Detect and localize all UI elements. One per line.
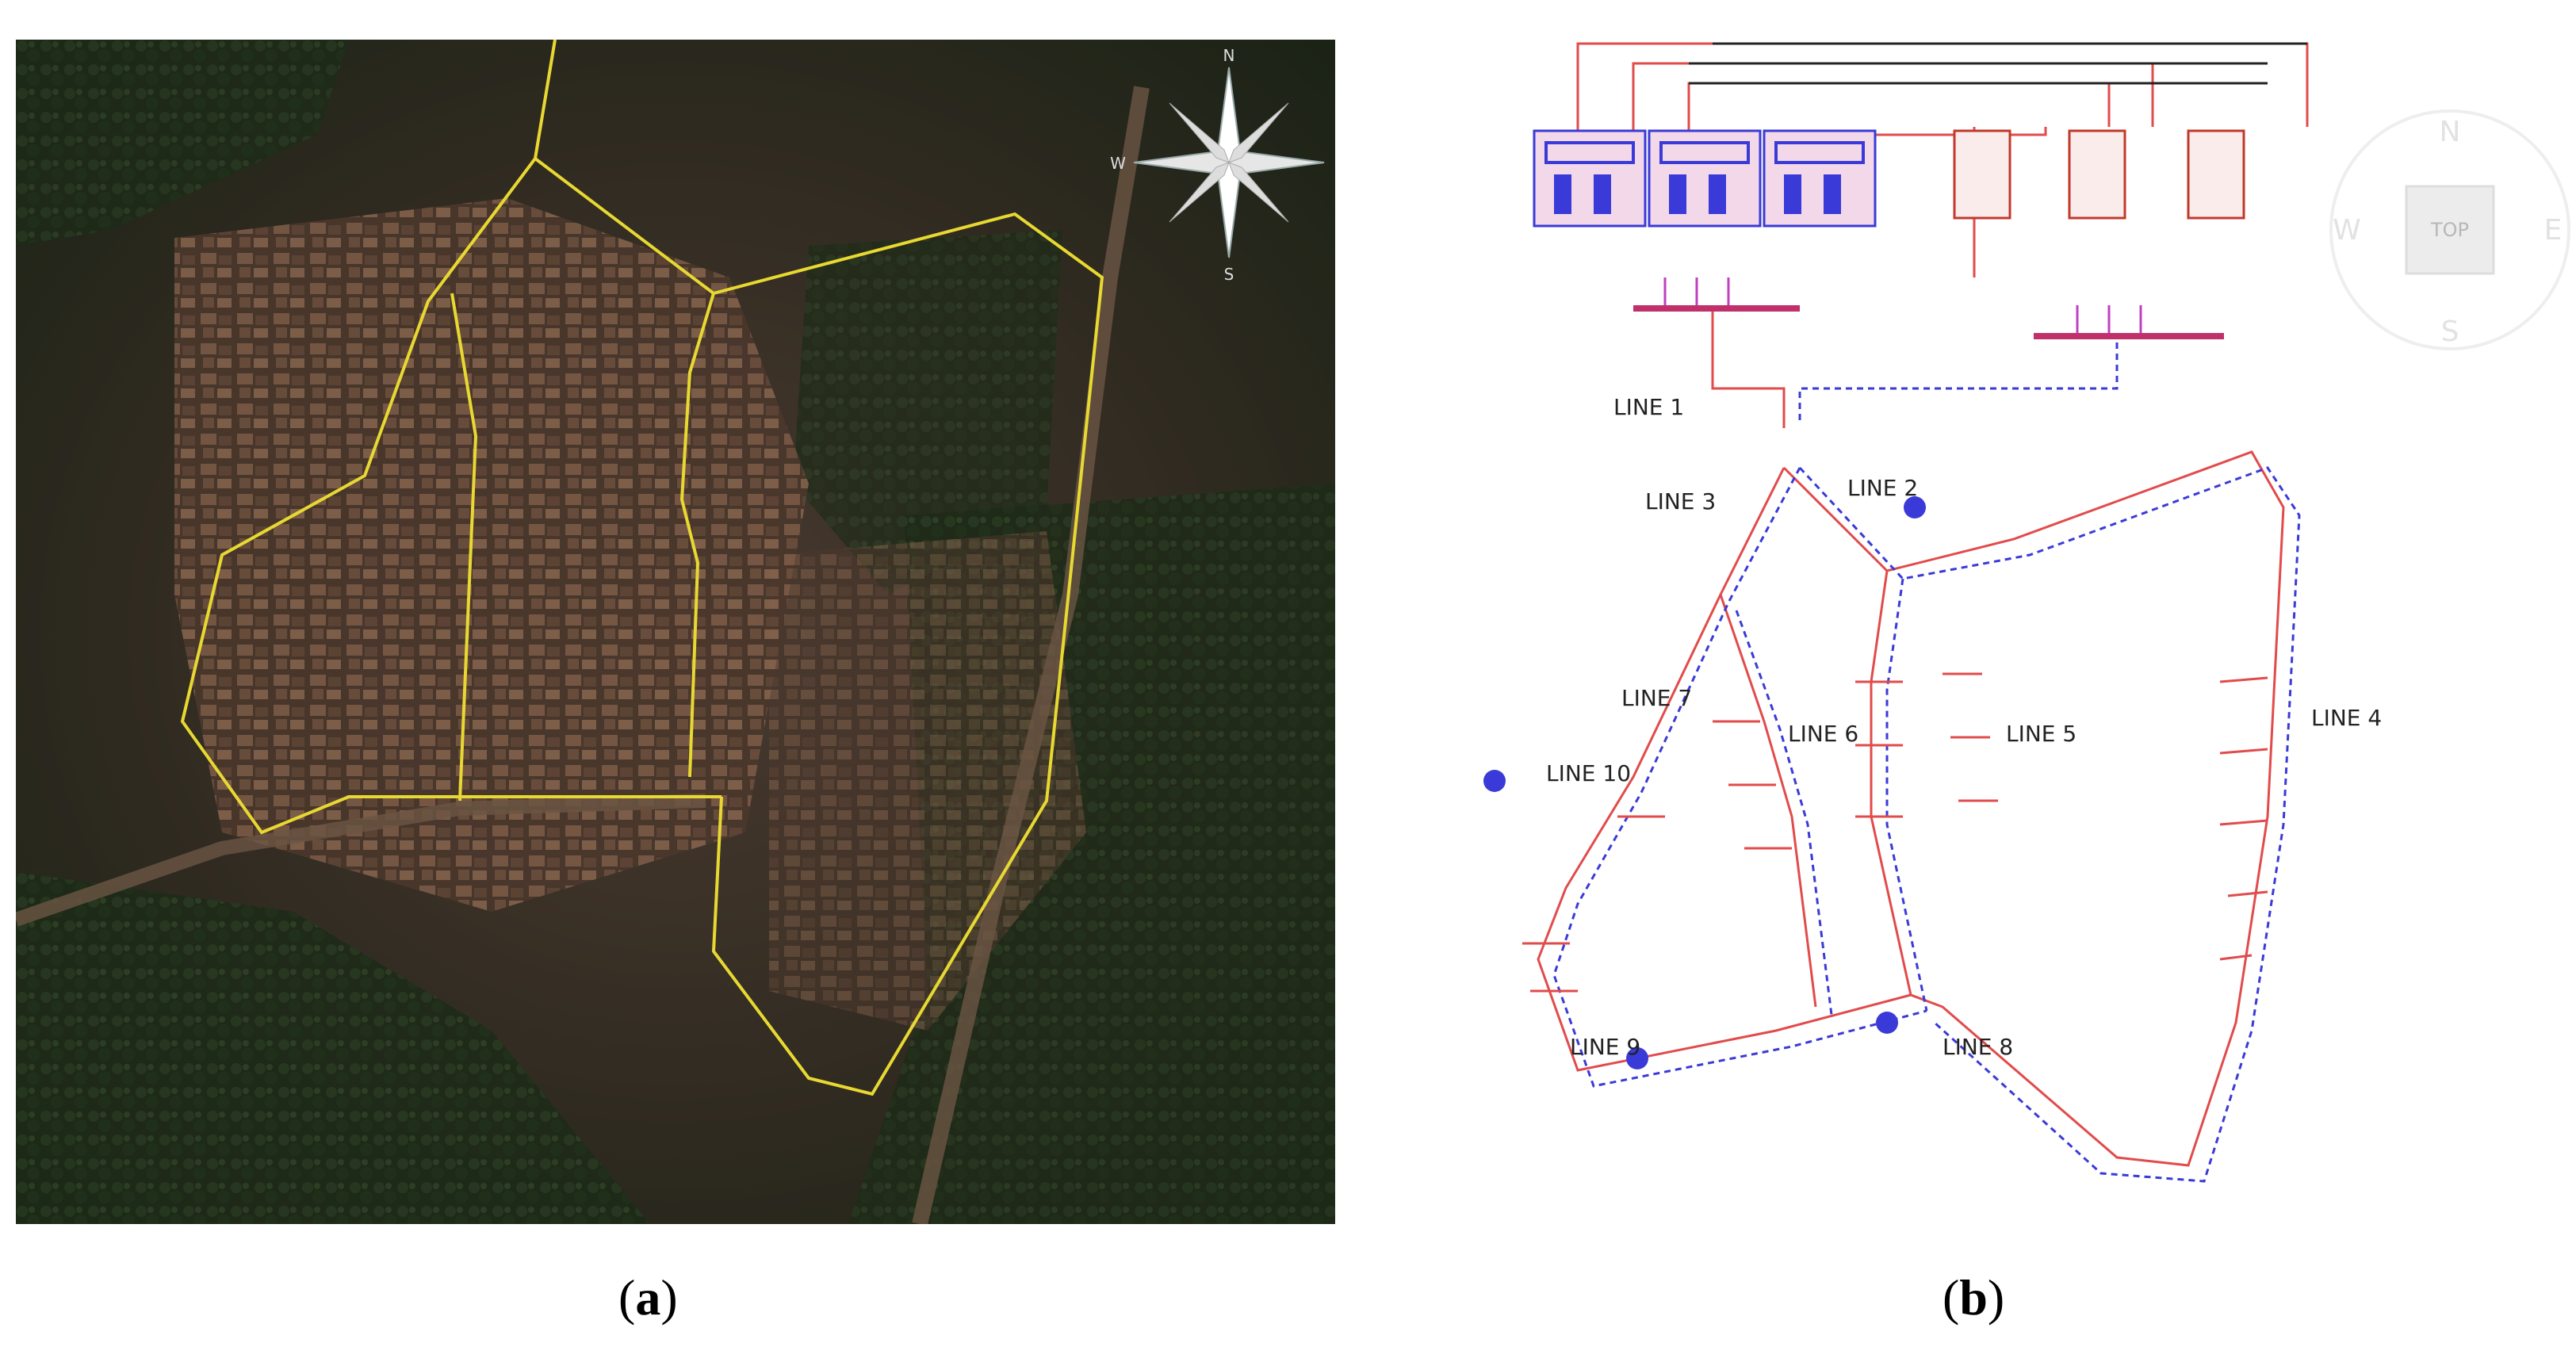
storage-unit-group [1953,129,2245,220]
compass-w-label: W [1110,154,1126,173]
generator-unit [1648,129,1762,228]
view-compass-s-label: S [2441,316,2459,348]
generator-unit [1763,129,1877,228]
generator-unit [1533,129,1647,228]
load-node-icon [1876,1012,1898,1034]
storage-unit [1953,129,2011,220]
view-compass-w-label: W [2333,214,2361,247]
caption-b: (b) [1943,1269,2005,1326]
line-2-label: LINE 2 [1847,475,1918,501]
line-10-label: LINE 10 [1546,760,1631,786]
view-compass-n-label: N [2440,116,2461,148]
view-compass-e-label: E [2544,214,2563,247]
line-7-label: LINE 7 [1621,685,1692,711]
node-marker-group [1483,496,1926,1069]
storage-bus [2034,333,2224,339]
view-compass-icon: TOP N S W E [2329,109,2570,350]
view-compass-center-label: TOP [2430,219,2469,241]
line-9-label: LINE 9 [1570,1034,1640,1060]
communication-network [1552,466,2301,1183]
compass-n-label: N [1223,46,1235,65]
network-outline [180,39,1104,1096]
line-3-label: LINE 3 [1645,488,1716,515]
line-1-label: LINE 1 [1613,394,1684,420]
storage-unit [2068,129,2126,220]
generation-bus [1633,305,1800,312]
load-node-icon [1626,1047,1648,1069]
satellite-map: N S W E [13,39,1345,1226]
load-node-icon [1904,496,1926,518]
load-node-icon [1483,770,1506,792]
line-4-label: LINE 4 [2311,705,2382,731]
line-8-label: LINE 8 [1943,1034,2013,1060]
compass-rose-icon: N S W E [1110,46,1345,284]
line-6-label: LINE 6 [1788,721,1858,747]
caption-a: (a) [618,1269,678,1326]
caption-b-letter: b [1959,1269,1988,1326]
network-diagram-panel: LINE 1 LINE 2 LINE 3 LINE 4 LINE 5 LINE … [1427,24,2576,1245]
compass-s-label: S [1224,265,1234,284]
caption-a-letter: a [635,1269,661,1326]
power-network [1537,450,2285,1167]
network-diagram: LINE 1 LINE 2 LINE 3 LINE 4 LINE 5 LINE … [1483,42,2570,1183]
line-5-label: LINE 5 [2006,721,2076,747]
satellite-image-panel: N S W E [13,39,1345,1226]
generator-unit-group [1533,129,1877,228]
storage-unit [2187,129,2245,220]
